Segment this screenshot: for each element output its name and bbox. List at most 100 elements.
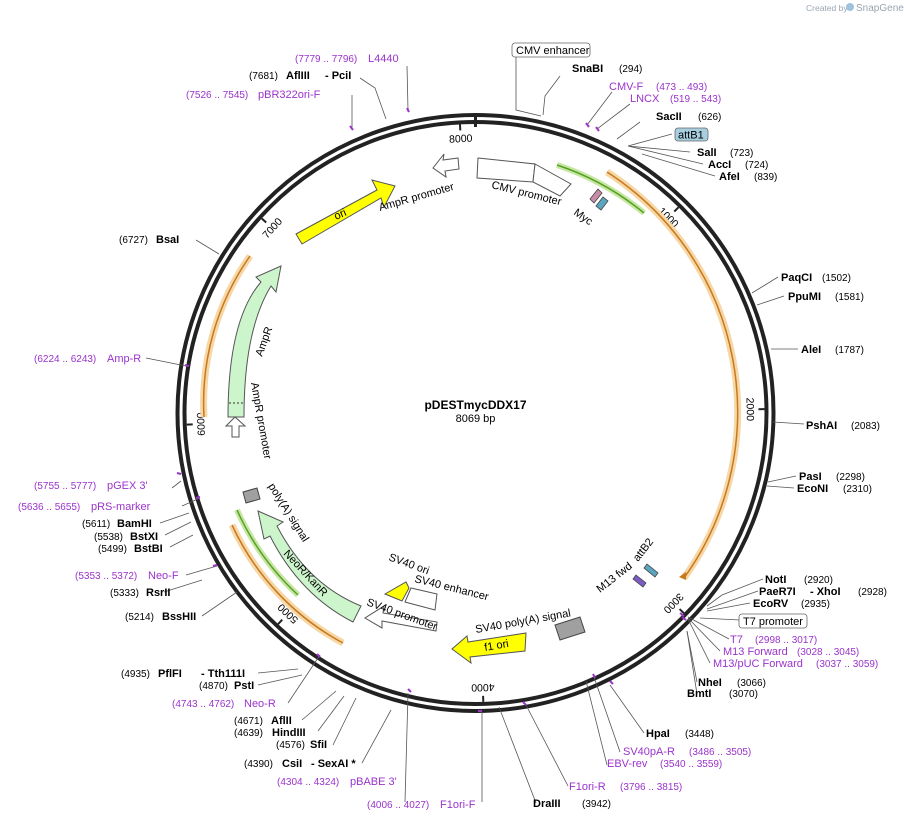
enzyme-position: (5333)	[110, 588, 139, 599]
enzyme-name: SacII	[656, 111, 682, 123]
ori-arrow	[295, 179, 396, 245]
cmv-enhancer-box	[511, 42, 591, 58]
enzyme-name: AflIII	[286, 70, 310, 82]
credit-app: SnapGene	[856, 3, 904, 14]
enzyme-name: CsiI	[282, 758, 302, 770]
tick-label: 2000	[744, 398, 756, 422]
enzyme-position: (839)	[754, 172, 777, 183]
primer-name: Neo-R	[244, 698, 276, 710]
neor-arrow	[257, 510, 362, 623]
primer-name: pBABE 3'	[350, 776, 397, 788]
feature-f1-ori: f1 ori	[483, 638, 509, 654]
enzyme-name: HindIII	[272, 727, 306, 739]
primer-name: Neo-F	[148, 570, 179, 582]
m13-fwd-icon	[632, 574, 647, 588]
primer-name: pGEX 3'	[107, 480, 148, 492]
enzyme-name: AfeI	[719, 171, 740, 183]
ampr-promoter-top-arrow	[432, 153, 460, 179]
enzyme-name: BamHI	[117, 518, 152, 530]
enzyme-name-extra: - Tth111I	[201, 668, 245, 680]
enzyme-name: HpaI	[646, 728, 670, 740]
tick-label: 6000	[195, 412, 208, 436]
enzyme-name: DraIII	[533, 798, 561, 810]
primer-name: CMV-F	[609, 81, 644, 93]
tick-mark	[261, 217, 267, 224]
primer-name: M13 Forward	[723, 646, 788, 658]
enzyme-position: (3066)	[737, 678, 766, 689]
primer-name: pRS-marker	[91, 501, 151, 513]
enzyme-name: EcoRV	[753, 598, 789, 610]
f1-ori-arrow	[451, 632, 527, 665]
enzyme-position: (6727)	[119, 235, 148, 246]
enzyme-name: PpuMI	[788, 291, 821, 303]
primer-range: (7526 .. 7545)	[186, 90, 248, 101]
sv40-polya-box	[554, 616, 586, 641]
enzyme-name: NheI	[698, 677, 722, 689]
enzyme-position: (2928)	[858, 587, 887, 598]
primer-range: (4006 .. 4027)	[367, 800, 429, 811]
leader-lines	[145, 55, 805, 804]
enzyme-name: PasI	[799, 471, 822, 483]
feature-myc: Myc	[571, 207, 595, 229]
cmv-enhancer-label: CMV enhancer	[516, 45, 590, 57]
tick-label: 4000	[471, 681, 495, 694]
tick-mark	[277, 619, 283, 625]
primer-range: (5636 .. 5655)	[18, 502, 80, 513]
enzyme-position: (4576)	[276, 740, 305, 751]
enzyme-name: PaqCI	[781, 272, 812, 284]
primer-name: F1ori-F	[440, 799, 476, 811]
sv40-ori-box	[383, 581, 410, 602]
primer-range: (3486 .. 3505)	[689, 747, 751, 758]
enzyme-name: AflII	[271, 715, 292, 727]
primer-range: (3037 .. 3059)	[816, 659, 878, 670]
enzyme-position: (4671)	[234, 716, 263, 727]
enzyme-position: (294)	[619, 64, 642, 75]
attb2-site-icon	[643, 563, 659, 578]
enzyme-name: RsrII	[146, 587, 170, 599]
enzyme-name: PstI	[234, 680, 254, 692]
enzyme-position: (1502)	[822, 273, 851, 284]
primer-name: L4440	[368, 53, 399, 65]
site-labels: SnaBI(294)SacII(626)SalI(723)AccI(724)Af…	[18, 53, 887, 811]
enzyme-position: (7681)	[249, 71, 278, 82]
enzyme-name: EcoNI	[797, 483, 828, 495]
plasmid-name: pDESTmycDDX17	[424, 398, 526, 412]
enzyme-position: (3942)	[582, 799, 611, 810]
primer-range: (3028 .. 3045)	[797, 647, 859, 658]
neo-green-arc-line	[236, 509, 299, 596]
enzyme-name: NotI	[765, 574, 786, 586]
enzyme-position: (2920)	[804, 575, 833, 586]
enzyme-position: (723)	[730, 148, 753, 159]
primer-range: (5755 .. 5777)	[34, 481, 96, 492]
myc-arc-line	[556, 164, 645, 214]
feature-neor-kanr: NeoR/KanR	[281, 548, 330, 599]
enzyme-name-extra: - SexAI *	[311, 758, 356, 770]
enzyme-position: (1581)	[835, 292, 864, 303]
primer-name: EBV-rev	[607, 758, 648, 770]
enzyme-name: SnaBI	[572, 63, 603, 75]
enzyme-position: (5499)	[98, 544, 127, 555]
feature-labels: CMV promoter Myc AmpR promoter ori AmpR …	[248, 179, 656, 654]
primer-name: LNCX	[630, 93, 660, 105]
credit-prefix: Created by	[806, 3, 848, 13]
enzyme-name-extra: - XhoI	[810, 586, 841, 598]
polya-box	[242, 487, 261, 504]
enzyme-position: (3070)	[729, 689, 758, 700]
feature-attb2: attB2	[631, 536, 656, 564]
enzyme-position: (1787)	[835, 345, 864, 356]
feature-ori: ori	[332, 207, 348, 223]
enzyme-position: (2310)	[843, 484, 872, 495]
tick-mark	[678, 608, 685, 614]
enzyme-position: (4390)	[244, 759, 273, 770]
enzyme-name-extra: - PciI	[325, 70, 351, 82]
primer-range: (2998 .. 3017)	[755, 635, 817, 646]
enzyme-name: BssHII	[162, 611, 196, 623]
primer-name: SV40pA-R	[623, 746, 675, 758]
enzyme-name: PflFI	[158, 668, 182, 680]
enzyme-position: (3448)	[685, 729, 714, 740]
enzyme-position: (4639)	[234, 728, 263, 739]
enzyme-position: (4935)	[121, 669, 150, 680]
sv40-enhancer-box	[404, 587, 438, 611]
tick-label: 8000	[449, 133, 473, 146]
